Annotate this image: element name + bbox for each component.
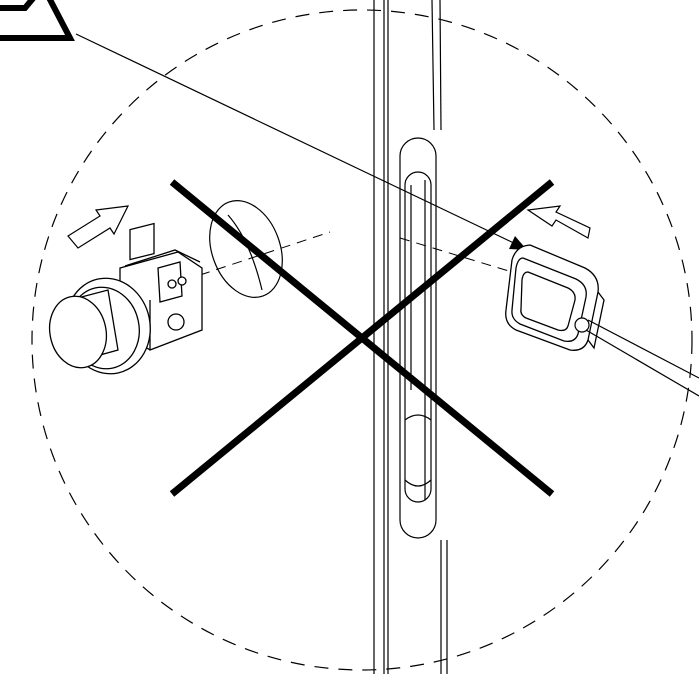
leader-line (75, 33, 521, 247)
sensor-cable (574, 317, 699, 397)
door-profile (373, 0, 448, 674)
axis-lines (199, 231, 513, 276)
square-sensor-module (505, 244, 605, 351)
callout-corner (0, 0, 75, 41)
insertion-arrow-right (526, 205, 591, 239)
insertion-arrow-left (67, 205, 130, 249)
push-button-module (48, 222, 203, 375)
cross-mark (169, 179, 555, 497)
detail-circle (31, 9, 693, 671)
